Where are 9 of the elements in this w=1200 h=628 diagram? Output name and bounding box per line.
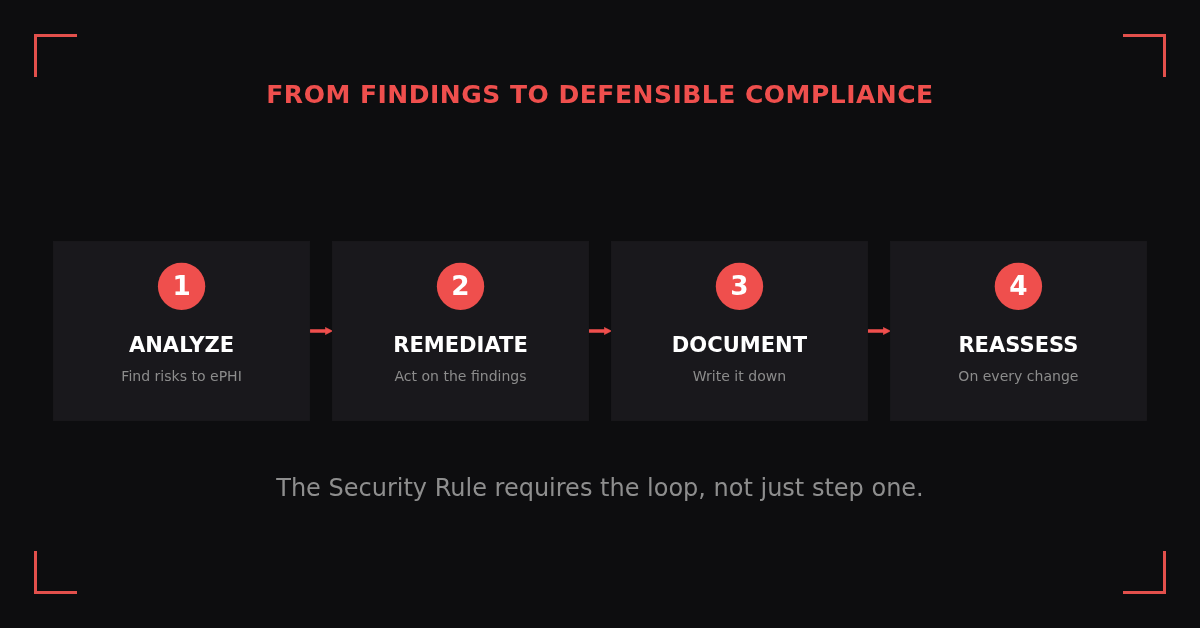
arrow xyxy=(309,327,333,335)
node-box: 3 DOCUMENT Write it down xyxy=(610,241,868,421)
arrow xyxy=(867,327,891,335)
node-box: 2 REMEDIATE Act on the findings xyxy=(332,241,590,421)
caption: The Security Rule requires the loop, not just step one. xyxy=(276,474,924,502)
node-box: 1 ANALYZE Find risks to ePHI xyxy=(53,241,311,421)
arrow xyxy=(588,327,612,335)
node-box: 4 REASSESS On every change xyxy=(889,241,1147,421)
diagram-title: FROM FINDINGS TO DEFENSIBLE COMPLIANCE xyxy=(266,80,934,109)
